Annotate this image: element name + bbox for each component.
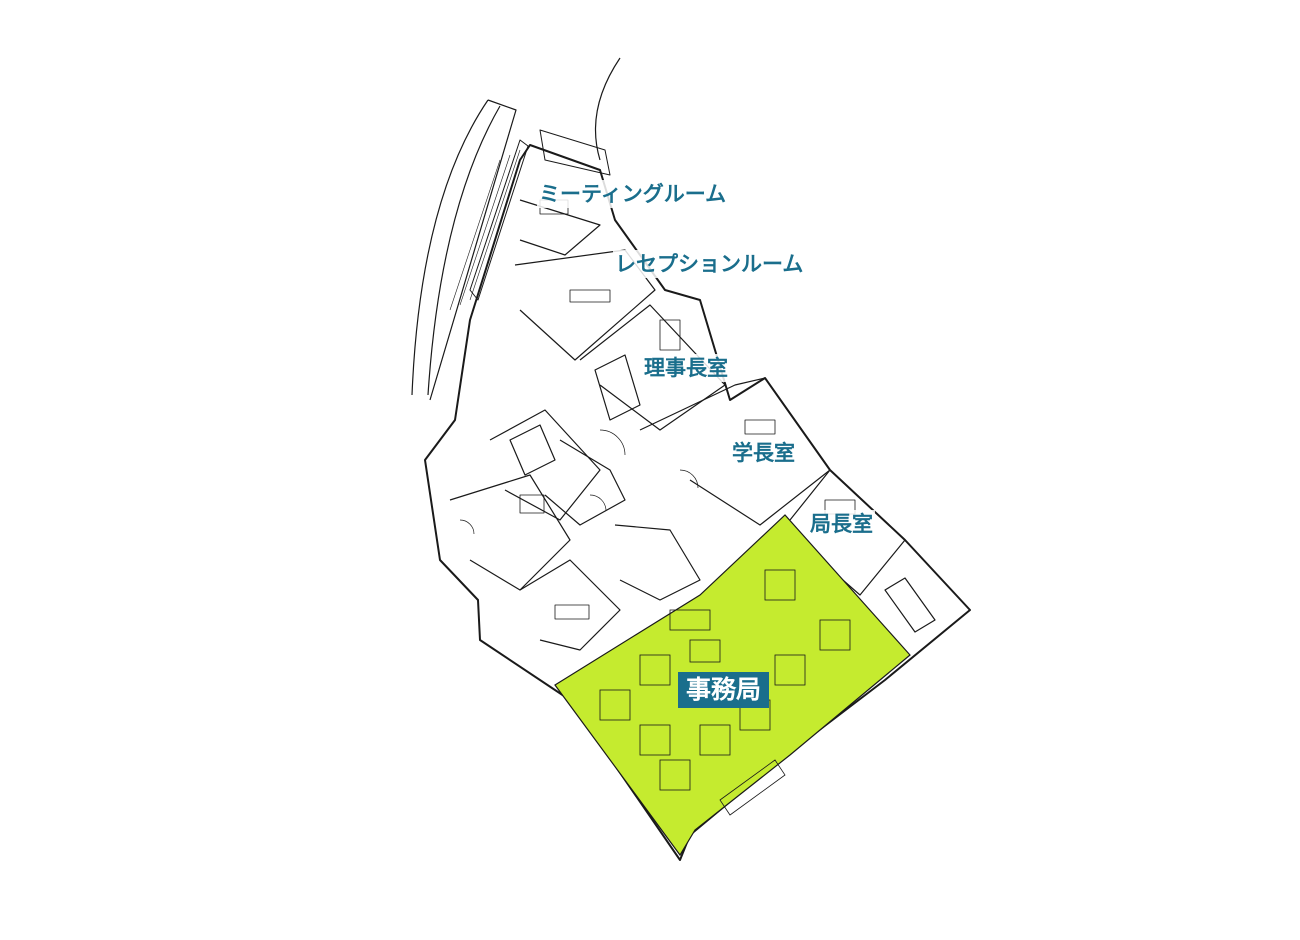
reception-room-walls	[514, 249, 656, 361]
south-meeting	[519, 559, 621, 651]
entrance-arc	[594, 57, 621, 161]
core-walls	[489, 409, 601, 521]
chairman-office-label: 理事長室	[642, 354, 730, 382]
west-rooms	[449, 474, 571, 591]
meeting-room-label: ミーティングルーム	[537, 180, 729, 208]
reception-room-label: レセプションルーム	[613, 250, 806, 278]
elevator	[509, 424, 556, 476]
canopy-inner	[427, 105, 501, 396]
president-office-walls	[639, 377, 831, 526]
president-office-label: 学長室	[730, 439, 797, 467]
toilets-1	[544, 439, 626, 526]
stair-2	[884, 577, 936, 633]
ramp-strip	[469, 139, 529, 301]
director-office-label: 局長室	[808, 510, 875, 538]
chairman-office-walls	[579, 304, 726, 431]
canopy-outer	[411, 99, 489, 396]
toilets-2	[614, 524, 701, 601]
secretariat-label: 事務局	[678, 672, 770, 708]
door-swings	[459, 429, 699, 535]
meeting-room-walls	[519, 199, 601, 256]
ramp-hatch	[449, 149, 521, 311]
canopy-edge	[429, 99, 517, 401]
secretariat-furniture	[599, 569, 851, 816]
stair-1	[594, 354, 641, 421]
